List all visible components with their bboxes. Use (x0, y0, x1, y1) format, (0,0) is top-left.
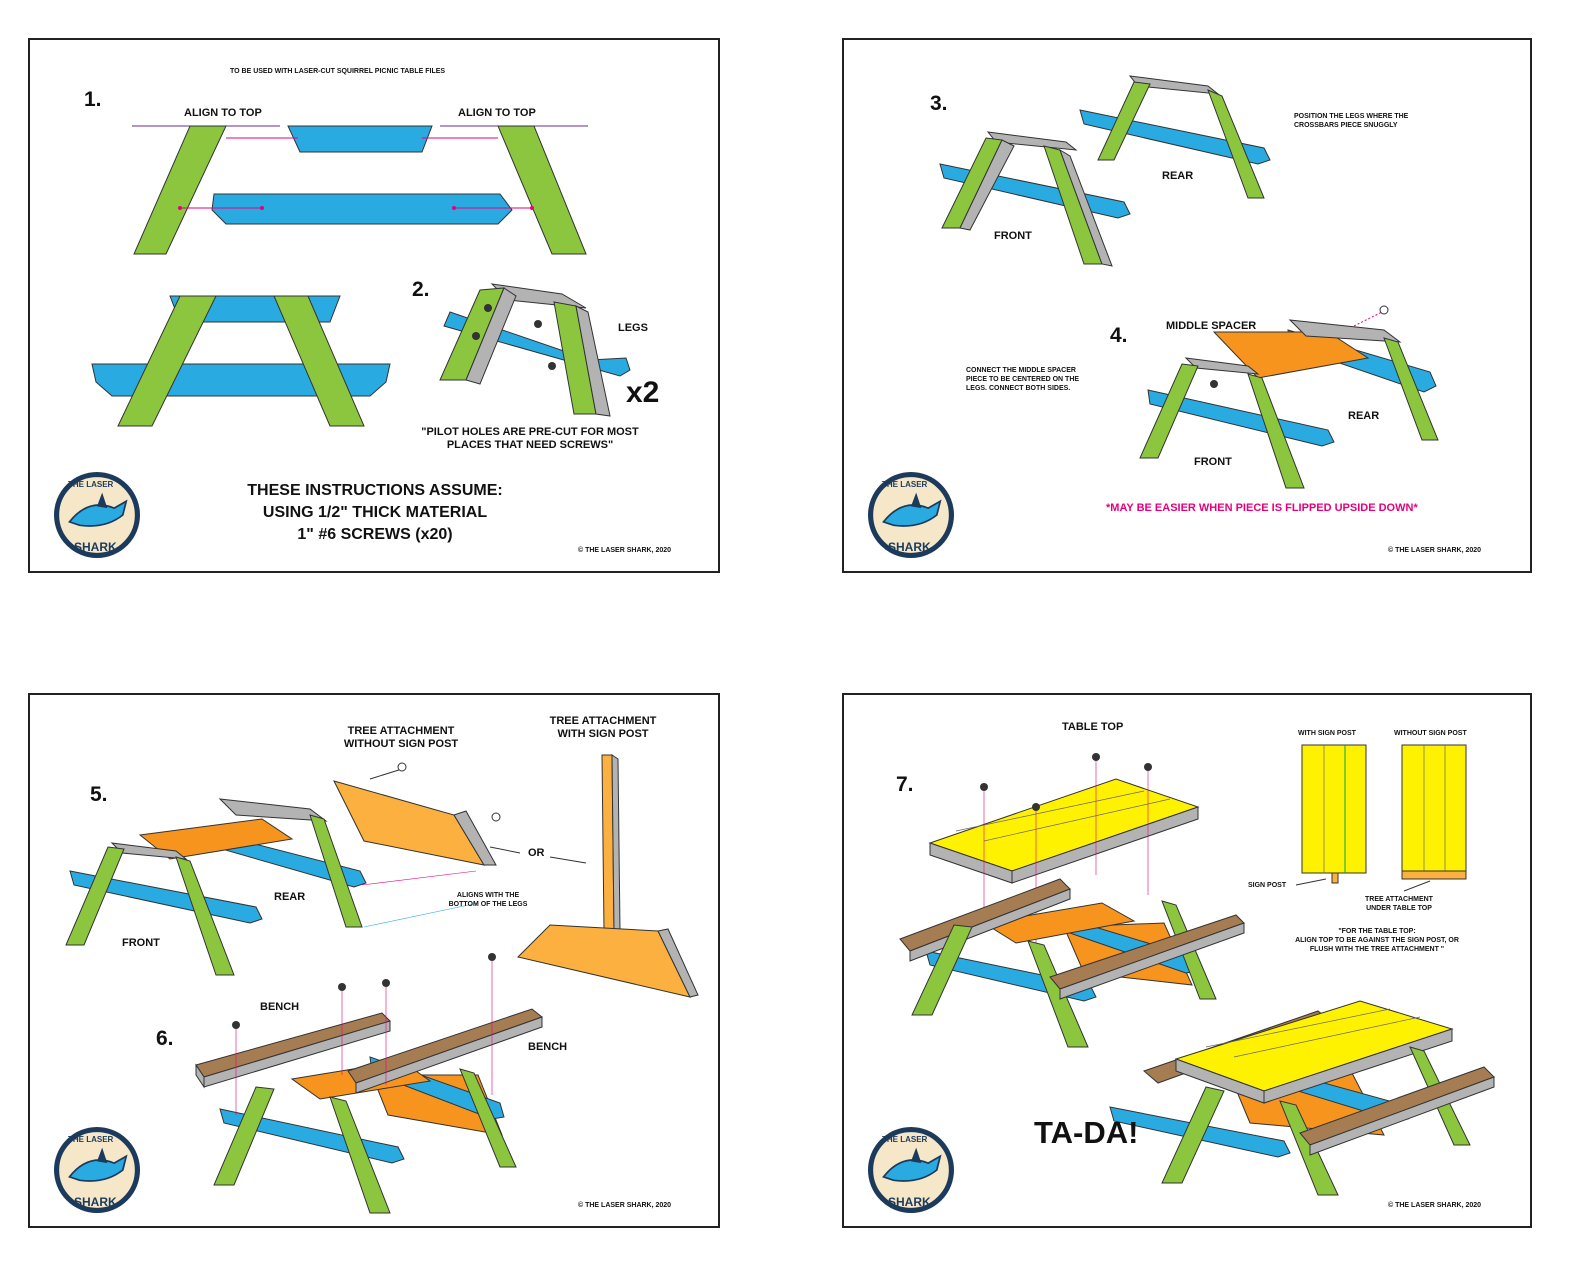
without-sign-post-label: WITHOUT SIGN POST (1394, 730, 1467, 737)
logo-text-top: THE LASER (68, 480, 114, 489)
spacer-7 (982, 902, 1136, 944)
logo-text-bottom: SHARK (74, 1195, 117, 1209)
step-3-number: 3. (930, 92, 948, 115)
top-without-post (1401, 744, 1467, 874)
sign-post-label: SIGN POST (1248, 882, 1287, 889)
rear-top-4 (1288, 319, 1402, 343)
step-5-number: 5. (90, 783, 108, 806)
final-leg-right (1279, 1100, 1339, 1196)
or-label: OR (528, 847, 545, 859)
legs-3d-leg-right-side (575, 305, 611, 417)
logo-text-bottom: SHARK (74, 540, 117, 554)
logo-text-top: THE LASER (882, 480, 928, 489)
panel-step-7: TABLE TOP 7. WITH SIGN POST WITHOUT SIGN… (842, 693, 1532, 1228)
x2-label: x2 (626, 376, 660, 409)
logo-text-top: THE LASER (68, 1135, 114, 1144)
front-top-4 (1184, 357, 1260, 375)
rear-leg-right-4 (1383, 337, 1439, 441)
legs-label: LEGS (618, 322, 648, 334)
top-crossbar (287, 125, 433, 153)
copyright: © THE LASER SHARK, 2020 (578, 1202, 672, 1209)
rear-label-4: REAR (1348, 410, 1380, 422)
rear-leg-right-6 (459, 1068, 517, 1168)
align-top-left-label: ALIGN TO TOP (184, 107, 262, 119)
rear-label: REAR (1162, 170, 1194, 182)
copyright: © THE LASER SHARK, 2020 (1388, 1202, 1482, 1209)
copyright: © THE LASER SHARK, 2020 (578, 547, 672, 554)
step-7-number: 7. (896, 773, 914, 796)
step-4-number: 4. (1110, 324, 1128, 347)
header-note: TO BE USED WITH LASER-CUT SQUIRREL PICNI… (230, 68, 446, 75)
panel4-illustration (899, 744, 1495, 1196)
logo-text-top: THE LASER (882, 1135, 928, 1144)
legs-3d-leg-left-side (465, 287, 517, 385)
bottom-crossbar (211, 193, 513, 225)
rear-leg-left (1097, 81, 1151, 161)
table-top-label: TABLE TOP (1062, 721, 1124, 733)
left-leg (133, 125, 227, 255)
laser-shark-logo (868, 472, 954, 558)
front-leg-right-4 (1247, 373, 1305, 489)
rear-leg-right (1207, 89, 1265, 199)
front-label-5: FRONT (122, 937, 160, 949)
front-bar-4 (1147, 389, 1335, 447)
panel1-illustration (91, 125, 631, 427)
flip-note: *MAY BE EASIER WHEN PIECE IS FLIPPED UPS… (1106, 502, 1418, 514)
step-2-number: 2. (412, 278, 430, 301)
front-bar-5 (69, 870, 263, 924)
front-leg-left-side (959, 139, 1015, 231)
final-leg-left (1161, 1086, 1225, 1184)
front-leg-left-4 (1139, 363, 1199, 459)
tada-text: TA-DA! (1034, 1115, 1139, 1150)
front-label-4: FRONT (1194, 456, 1232, 468)
front-leg-left-5 (65, 846, 125, 946)
middle-spacer (1212, 331, 1370, 379)
panel3-illustration (65, 754, 699, 1214)
laser-shark-logo (54, 1127, 140, 1213)
step-6-number: 6. (156, 1027, 174, 1050)
front-leg-right-7 (1027, 940, 1089, 1048)
table-top-note: "FOR THE TABLE TOP:ALIGN TOP TO BE AGAIN… (1295, 928, 1459, 953)
panel-step-1-2: TO BE USED WITH LASER-CUT SQUIRREL PICNI… (28, 38, 720, 573)
middle-spacer-label: MIDDLE SPACER (1166, 320, 1257, 332)
assembled-right-leg (273, 295, 365, 427)
logo-text-bottom: SHARK (888, 540, 931, 554)
right-leg (497, 125, 587, 255)
top-with-post (1301, 744, 1367, 874)
assembled-left-leg (117, 295, 217, 427)
laser-shark-logo (868, 1127, 954, 1213)
front-leg-right-side (1059, 148, 1113, 267)
align-top-right-label: ALIGN TO TOP (458, 107, 536, 119)
front-leg-right-6 (329, 1096, 391, 1214)
assumptions-block: THESE INSTRUCTIONS ASSUME:USING 1/2" THI… (247, 482, 503, 543)
front-label: FRONT (994, 230, 1032, 242)
rear-label-5: REAR (274, 891, 306, 903)
with-sign-post-label: WITH SIGN POST (1298, 730, 1356, 737)
laser-shark-logo (54, 472, 140, 558)
front-leg-right-5 (175, 856, 235, 976)
logo-text-bottom: SHARK (888, 1195, 931, 1209)
step-1-number: 1. (84, 88, 102, 111)
rear-top-5 (218, 798, 328, 822)
copyright: © THE LASER SHARK, 2020 (1388, 547, 1482, 554)
bench-label-left: BENCH (260, 1001, 300, 1013)
front-leg-left-6 (213, 1086, 275, 1186)
panel2-illustration (939, 75, 1439, 489)
bench-label-right: BENCH (528, 1041, 568, 1053)
rear-leg-right-5 (309, 814, 363, 928)
front-leg-left-7 (911, 924, 973, 1016)
